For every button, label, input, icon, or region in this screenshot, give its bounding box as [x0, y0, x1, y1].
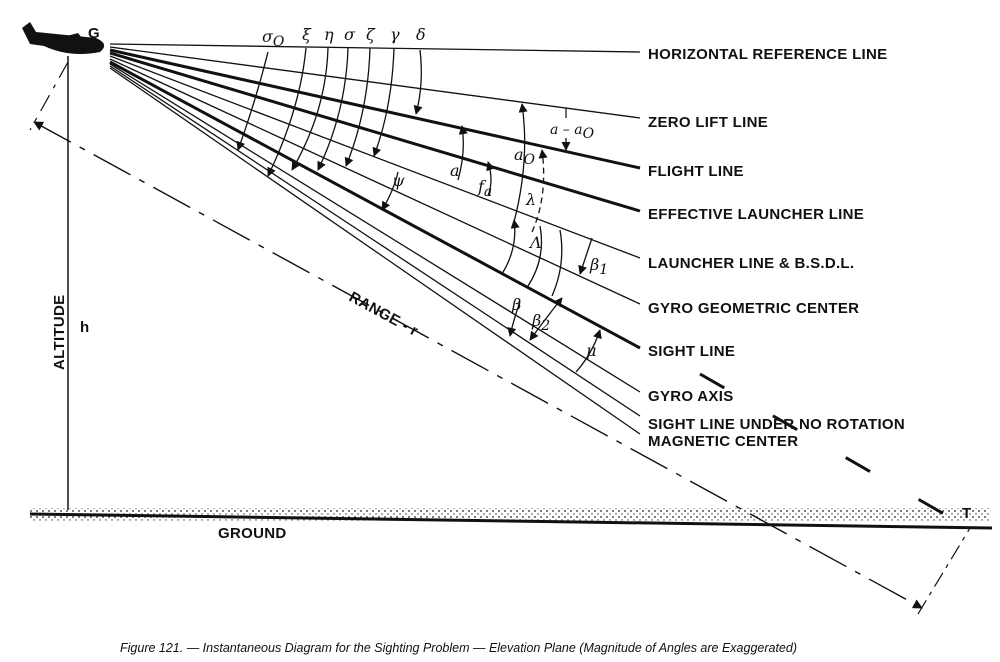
point-t-label: T	[962, 505, 971, 522]
label-flight: FLIGHT LINE	[648, 163, 744, 180]
arc-f-alpha	[486, 161, 495, 197]
ground-label: GROUND	[218, 525, 286, 542]
label-launcher: LAUNCHER LINE & B.S.D.L.	[648, 255, 854, 272]
symbol-xi: ξ	[302, 25, 312, 44]
point-g-label: G	[88, 25, 100, 42]
label-gyro-axis: GYRO AXIS	[648, 388, 734, 405]
arc-gamma	[372, 47, 395, 157]
symbol-alpha-minus-alpha0: a – aO	[550, 122, 595, 142]
arc-beta	[507, 301, 521, 337]
symbol-sigma0: σO	[262, 27, 285, 50]
altitude-extension	[29, 61, 69, 131]
symbol-lambda: λ	[525, 190, 536, 209]
arc-sigma	[317, 47, 349, 171]
label-horizontal-reference: HORIZONTAL REFERENCE LINE	[648, 46, 887, 63]
symbol-alpha0: aO	[514, 145, 536, 168]
symbol-zeta: ζ	[366, 25, 376, 44]
flight-line	[109, 48, 641, 170]
symbol-gamma: γ	[390, 25, 400, 44]
magnetic-center-line	[109, 67, 641, 435]
effective-launcher-line	[109, 51, 641, 213]
range-line	[33, 121, 923, 609]
label-sight: SIGHT LINE	[648, 343, 735, 360]
symbol-eta: η	[324, 25, 334, 44]
launcher-line	[109, 55, 641, 259]
figure-caption: Figure 121. — Instantaneous Diagram for …	[120, 641, 797, 655]
arc-Lambda-right	[551, 229, 563, 297]
label-gyro-geometric-center: GYRO GEOMETRIC CENTER	[648, 300, 859, 317]
arc-beta2	[529, 297, 563, 341]
arc-alpha0	[513, 103, 528, 223]
label-magnetic-center: MAGNETIC CENTER	[648, 433, 798, 450]
sight-line-extension	[699, 372, 966, 528]
label-effective-launcher: EFFECTIVE LAUNCHER LINE	[648, 206, 864, 223]
arc-alpha	[457, 125, 468, 181]
sight-line-no-rotation	[109, 65, 641, 417]
gyro-geometric-center-line	[109, 58, 641, 305]
label-zero-lift: ZERO LIFT LINE	[648, 114, 768, 131]
altitude-label: ALTITUDE	[51, 295, 68, 370]
symbol-sigma: σ	[344, 25, 356, 44]
symbol-Lambda: Λ	[528, 233, 542, 252]
symbol-mu: μ	[586, 341, 596, 360]
arc-lambda	[531, 149, 548, 233]
symbol-beta1: β1	[589, 255, 608, 278]
symbol-psi: ψ	[392, 171, 405, 190]
zero-lift-line	[109, 46, 641, 119]
arc-psi	[381, 171, 399, 211]
arc-beta1	[578, 237, 593, 275]
symbol-beta: β	[511, 295, 521, 314]
arc-mu	[575, 329, 602, 373]
label-sight-no-rotation: SIGHT LINE UNDER NO ROTATION	[648, 416, 905, 433]
aircraft-icon	[22, 22, 105, 54]
symbol-alpha: a	[450, 161, 460, 180]
arc-Lambda-mid	[527, 225, 543, 287]
altitude-h-label: h	[80, 319, 89, 336]
symbol-f-alpha: fa	[477, 177, 492, 200]
arc-eta	[291, 47, 329, 171]
symbol-delta: δ	[416, 25, 426, 44]
arc-xi	[267, 47, 307, 177]
range-label: RANGE - r	[346, 289, 421, 340]
arc-delta	[413, 49, 423, 115]
horizontal-reference-line	[109, 43, 641, 53]
arc-zeta	[344, 47, 371, 167]
arc-sigma0	[236, 51, 269, 151]
arc-Lambda-left	[501, 219, 520, 275]
symbol-beta2: β2	[531, 311, 550, 334]
range-end-tick	[917, 527, 971, 615]
